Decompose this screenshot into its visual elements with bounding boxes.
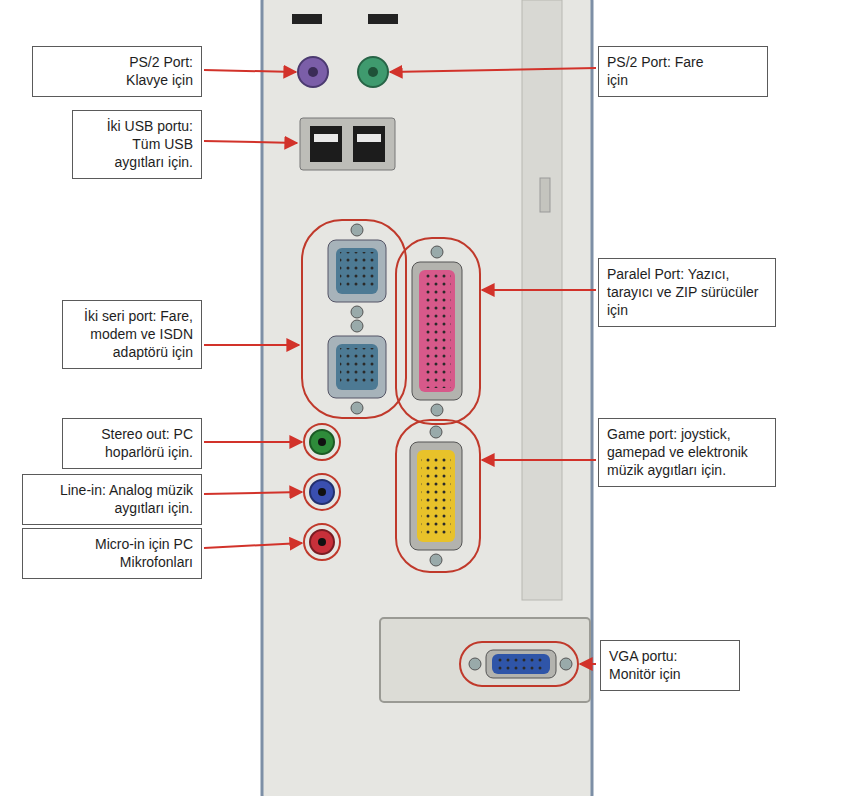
callout-box: Stereo out: PC hoparlörü için. xyxy=(62,418,202,469)
serial-ports xyxy=(328,336,386,398)
panel-plate xyxy=(262,0,592,796)
callout-box: İki USB portu: Tüm USB aygıtları için. xyxy=(72,110,202,179)
leader-arrows xyxy=(482,289,596,291)
callout-box: VGA portu: Monitör için xyxy=(600,640,740,691)
callout-text: Stereo out: PC hoparlörü için. xyxy=(81,425,193,461)
usb-ports xyxy=(314,134,338,142)
serial-ports xyxy=(336,248,378,294)
audio-jacks xyxy=(310,480,334,504)
leader-arrows xyxy=(204,68,596,664)
serial-ports xyxy=(336,344,378,390)
panel-plate xyxy=(368,14,398,24)
parallel-port xyxy=(396,238,480,424)
game-port xyxy=(430,554,442,566)
vga-port xyxy=(460,642,578,686)
game-port xyxy=(421,454,451,538)
callout-box: Game port: joystick, gamepad ve elektron… xyxy=(598,418,776,487)
parallel-port xyxy=(431,246,443,258)
game-port xyxy=(396,420,480,572)
audio-jacks xyxy=(310,530,334,554)
callout-text: İki seri port: Fare, modem ve ISDN adapt… xyxy=(81,307,193,362)
callout-text: PS/2 Port: Klavye için xyxy=(93,53,193,89)
callout-text: Paralel Port: Yazıcı, tarayıcı ve ZIP sü… xyxy=(607,265,759,320)
audio-jacks xyxy=(318,488,326,496)
ps2-ports xyxy=(298,57,328,87)
serial-ports xyxy=(302,220,406,418)
usb-ports xyxy=(300,118,395,170)
serial-ports xyxy=(351,224,363,236)
callout-text: Micro-in için PC Mikrofonları xyxy=(69,535,193,571)
callout-text: VGA portu: Monitör için xyxy=(609,647,709,683)
audio-jacks xyxy=(304,474,340,510)
leader-arrows xyxy=(390,68,596,72)
vga-port xyxy=(469,658,481,670)
callout-text: Line-in: Analog müzik aygıtları için. xyxy=(33,481,193,517)
game-port xyxy=(410,442,462,550)
panel-plate xyxy=(262,0,592,796)
leader-arrows xyxy=(580,663,596,665)
panel-plate xyxy=(540,178,550,212)
callout-box: Line-in: Analog müzik aygıtları için. xyxy=(22,474,202,525)
callout-box: PS/2 Port: Klavye için xyxy=(32,46,202,97)
audio-jacks xyxy=(310,430,334,454)
leader-arrows xyxy=(482,459,596,461)
leader-arrows xyxy=(204,141,297,143)
callout-box: PS/2 Port: Fare için xyxy=(598,46,768,97)
callout-text: PS/2 Port: Fare için xyxy=(607,53,727,89)
serial-ports xyxy=(340,252,374,290)
panel-plate xyxy=(380,618,590,702)
usb-ports xyxy=(353,126,385,162)
ps2-ports xyxy=(308,67,318,77)
parallel-port xyxy=(419,270,455,392)
panel-plate xyxy=(522,0,562,600)
serial-ports xyxy=(302,220,406,418)
audio-jacks xyxy=(304,524,340,560)
audio-jacks xyxy=(304,424,340,560)
usb-ports xyxy=(300,118,395,170)
game-port xyxy=(430,426,442,438)
panel-plate xyxy=(292,14,322,24)
vga-port xyxy=(560,658,572,670)
parallel-port xyxy=(412,262,462,400)
serial-ports xyxy=(351,306,363,318)
vga-port xyxy=(492,654,550,674)
game-port xyxy=(396,420,480,572)
game-port xyxy=(417,450,455,542)
ps2-ports xyxy=(298,57,388,87)
parallel-port xyxy=(396,238,480,424)
leader-arrows xyxy=(204,441,302,443)
callout-text: Game port: joystick, gamepad ve elektron… xyxy=(607,425,757,480)
serial-ports xyxy=(351,402,363,414)
vga-port xyxy=(486,650,556,678)
callout-text: İki USB portu: Tüm USB aygıtları için. xyxy=(89,117,193,172)
parallel-port xyxy=(423,274,451,388)
audio-jacks xyxy=(318,538,326,546)
callout-box: Micro-in için PC Mikrofonları xyxy=(22,528,202,579)
leader-arrows xyxy=(204,543,302,548)
leader-arrows xyxy=(204,492,302,494)
audio-jacks xyxy=(318,438,326,446)
callout-box: İki seri port: Fare, modem ve ISDN adapt… xyxy=(62,300,202,369)
ps2-ports xyxy=(368,67,378,77)
serial-ports xyxy=(351,320,363,332)
parallel-port xyxy=(431,404,443,416)
vga-port xyxy=(460,642,578,686)
leader-arrows xyxy=(204,344,299,346)
ps2-ports xyxy=(358,57,388,87)
callout-box: Paralel Port: Yazıcı, tarayıcı ve ZIP sü… xyxy=(598,258,776,327)
usb-ports xyxy=(310,126,342,162)
serial-ports xyxy=(328,240,386,302)
vga-port xyxy=(496,656,546,672)
audio-jacks xyxy=(304,424,340,460)
serial-ports xyxy=(340,348,374,386)
leader-arrows xyxy=(204,70,296,72)
usb-ports xyxy=(357,134,381,142)
